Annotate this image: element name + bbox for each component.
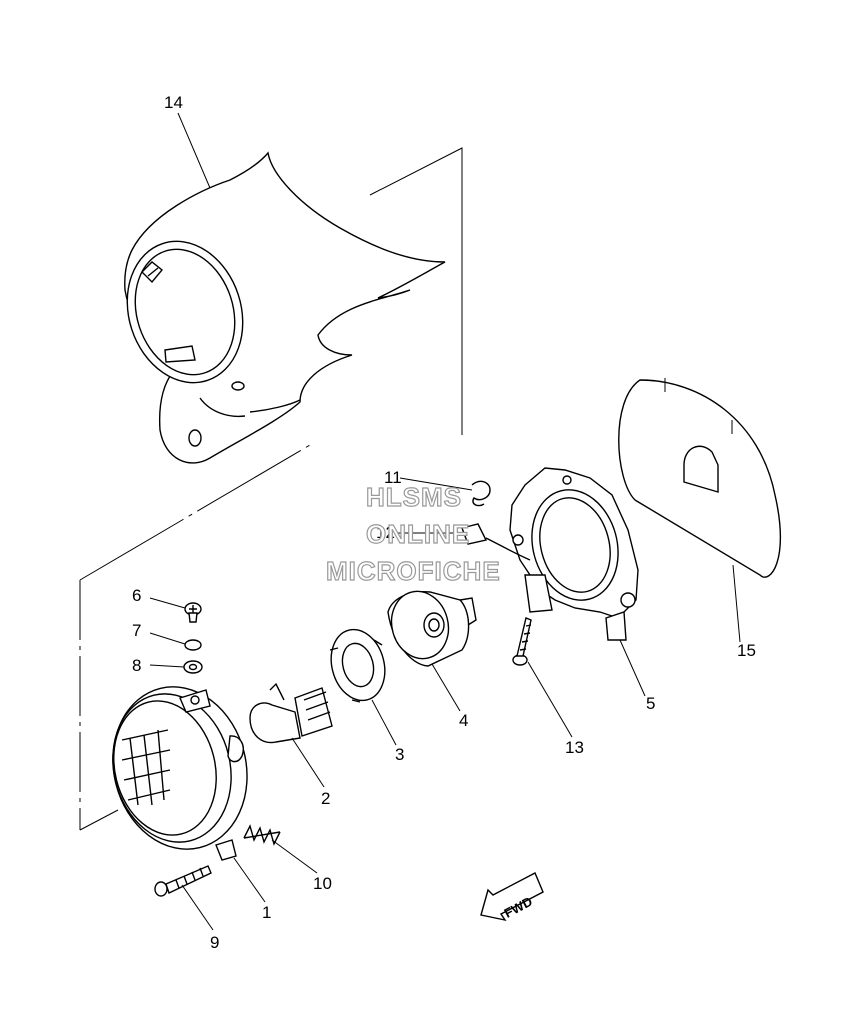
callout-3: 3 xyxy=(395,745,404,764)
part-8-plain-washer xyxy=(183,660,203,674)
part-7-spring-washer xyxy=(184,639,202,651)
part-3-retaining-ring xyxy=(329,628,386,703)
part-11-clip xyxy=(471,480,491,507)
callout-2: 2 xyxy=(321,789,330,808)
part-6-screw xyxy=(184,602,202,623)
part-2-bulb xyxy=(249,682,333,744)
callout-14: 14 xyxy=(164,93,183,112)
part-15-cover-sheet xyxy=(618,378,782,578)
part-9-bolt xyxy=(154,865,212,897)
callout-8: 8 xyxy=(132,656,141,675)
part-14-headlight-cowl xyxy=(124,151,446,464)
callout-5: 5 xyxy=(646,694,655,713)
assembly-frame xyxy=(79,147,463,831)
leader-lines xyxy=(149,112,741,931)
callout-9: 9 xyxy=(210,933,219,952)
callout-4: 4 xyxy=(459,711,468,730)
fwd-arrow-icon: FWD xyxy=(480,872,544,922)
callout-labels: 14 11 12 6 7 8 15 5 4 3 13 2 10 1 9 xyxy=(132,93,756,952)
callout-7: 7 xyxy=(132,621,141,640)
part-5-housing-bracket xyxy=(509,467,639,641)
callout-11: 11 xyxy=(384,468,402,487)
watermark-line-1: HLSMS xyxy=(366,482,462,512)
part-1-headlight-unit xyxy=(112,686,248,861)
part-10-spring xyxy=(243,824,281,846)
watermark-line-3: MICROFICHE xyxy=(326,556,501,586)
watermark-line-2: ONLINE xyxy=(366,519,470,549)
callout-6: 6 xyxy=(132,586,141,605)
part-4-bulb-socket xyxy=(387,590,477,667)
callout-10: 10 xyxy=(313,874,332,893)
watermark: HLSMS ONLINE MICROFICHE xyxy=(325,481,501,586)
part-13-screw xyxy=(512,617,532,666)
callout-12: 12 xyxy=(376,523,395,542)
callout-13: 13 xyxy=(565,738,584,757)
callout-1: 1 xyxy=(262,903,271,922)
callout-15: 15 xyxy=(737,641,756,660)
part-12-connector xyxy=(461,523,531,561)
